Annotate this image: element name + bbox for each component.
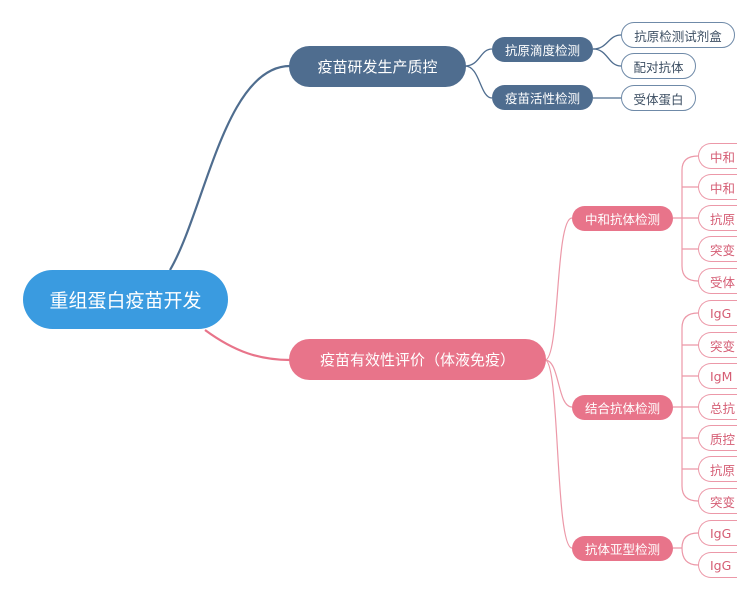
receptor-protein-leaf[interactable]: 受体蛋白 — [621, 85, 696, 111]
connector-neutralizing-leaves — [673, 155, 699, 282]
subtype-node[interactable]: 抗体亚型检测 — [572, 536, 673, 561]
antigen-titer-label: 抗原滴度检测 — [504, 43, 580, 58]
binding-leaf[interactable]: IgG — [698, 300, 737, 326]
paired-antibody-leaf[interactable]: 配对抗体 — [621, 53, 696, 79]
branch-production-node[interactable]: 疫苗研发生产质控 — [289, 46, 466, 87]
production-sub-connectors — [464, 34, 622, 99]
binding-leaf[interactable]: 抗原 — [698, 456, 737, 482]
binding-leaf[interactable]: 总抗 — [698, 394, 737, 420]
binding-leaf-label: 突变 — [710, 338, 736, 354]
neutralizing-leaf[interactable]: 抗原 — [698, 205, 737, 231]
binding-leaf-label: 总抗 — [710, 400, 736, 416]
binding-leaf-label: 质控 — [710, 431, 736, 447]
efficacy-sub-connectors — [544, 155, 699, 566]
connector-subtype-leaves — [673, 532, 699, 566]
neutralizing-leaf-label: 中和 — [710, 180, 736, 196]
binding-leaf[interactable]: 突变 — [698, 488, 737, 514]
neutralizing-leaf-label: 中和 — [710, 149, 736, 165]
neutralizing-leaf[interactable]: 中和 — [698, 143, 737, 169]
branch-production-label: 疫苗研发生产质控 — [317, 58, 438, 76]
neutralizing-leaf-label: 受体 — [710, 274, 736, 290]
neutralizing-leaf[interactable]: 受体 — [698, 268, 737, 294]
antigen-kit-label: 抗原检测试剂盒 — [634, 28, 722, 44]
subtype-label: 抗体亚型检测 — [584, 542, 660, 557]
neutralizing-leaf-label: 突变 — [710, 242, 736, 258]
branch-efficacy-label: 疫苗有效性评价（体液免疫） — [319, 351, 515, 369]
connector-efficacy-neutralizing — [544, 217, 573, 361]
binding-leaf-label: IgM — [710, 368, 733, 384]
binding-leaf[interactable]: 突变 — [698, 332, 737, 358]
connector-root-efficacy — [204, 329, 291, 362]
neutralizing-label: 中和抗体检测 — [584, 212, 660, 227]
connector-production-activity — [464, 65, 493, 99]
connector-titer-antibody — [592, 48, 622, 67]
subtype-leaf[interactable]: IgG — [698, 552, 737, 578]
connector-efficacy-binding — [544, 359, 573, 408]
receptor-protein-label: 受体蛋白 — [633, 91, 684, 107]
paired-antibody-label: 配对抗体 — [633, 59, 684, 75]
connector-efficacy-subtype — [544, 359, 573, 549]
root-label: 重组蛋白疫苗开发 — [49, 290, 202, 312]
binding-node[interactable]: 结合抗体检测 — [572, 395, 673, 420]
efficacy-connectors — [204, 329, 291, 362]
binding-leaf[interactable]: IgM — [698, 363, 737, 389]
subtype-leaf-label: IgG — [710, 525, 732, 541]
root-node[interactable]: 重组蛋白疫苗开发 — [23, 270, 228, 329]
branch-efficacy-node[interactable]: 疫苗有效性评价（体液免疫） — [289, 339, 546, 380]
neutralizing-leaf[interactable]: 突变 — [698, 236, 737, 262]
binding-leaf-label: 突变 — [710, 494, 736, 510]
connector-binding-leaves — [673, 312, 699, 502]
vaccine-activity-label: 疫苗活性检测 — [504, 91, 580, 106]
production-connectors — [169, 64, 291, 271]
antigen-kit-leaf[interactable]: 抗原检测试剂盒 — [621, 22, 735, 48]
neutralizing-node[interactable]: 中和抗体检测 — [572, 206, 673, 231]
neutralizing-leaf[interactable]: 中和 — [698, 174, 737, 200]
neutralizing-leaf-label: 抗原 — [710, 211, 736, 227]
connector-production-titer — [464, 48, 493, 67]
subtype-leaf-label: IgG — [710, 557, 732, 573]
subtype-leaf[interactable]: IgG — [698, 520, 737, 546]
connector-root-production — [169, 64, 291, 271]
antigen-titer-node[interactable]: 抗原滴度检测 — [492, 37, 593, 62]
binding-label: 结合抗体检测 — [584, 401, 660, 416]
binding-leaf-label: IgG — [710, 305, 732, 321]
binding-leaf-label: 抗原 — [710, 462, 736, 478]
vaccine-activity-node[interactable]: 疫苗活性检测 — [492, 85, 593, 110]
binding-leaf[interactable]: 质控 — [698, 425, 737, 451]
connector-titer-kit — [592, 34, 622, 50]
